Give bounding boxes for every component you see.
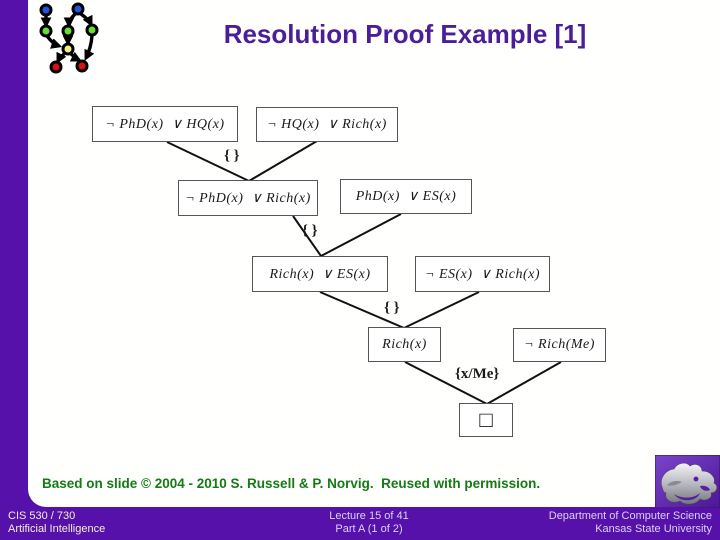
footer-course-info: CIS 530 / 730 Artificial Intelligence (8, 510, 105, 535)
clause-box-not-phd-or-hq: ¬ PhD(x) ∨ HQ(x) (92, 106, 238, 142)
clause-box-not-phd-or-rich: ¬ PhD(x) ∨ Rich(x) (178, 180, 318, 216)
footer-course-number: CIS 530 / 730 (8, 510, 76, 522)
footer-department-info: Department of Computer Science Kansas St… (549, 510, 712, 535)
unifier-label-2: { } (302, 223, 318, 239)
unifier-label-1: { } (224, 148, 240, 164)
clause-box-empty-clause: □ (459, 403, 513, 437)
slide-title: Resolution Proof Example [1] (223, 19, 587, 49)
clause-box-phd-or-es: PhD(x) ∨ ES(x) (340, 179, 472, 214)
slide-content-panel (28, 0, 720, 507)
footer-university: Kansas State University (595, 522, 712, 535)
attribution-text: Based on slide © 2004 - 2010 S. Russell … (42, 476, 541, 491)
clause-box-not-hq-or-rich: ¬ HQ(x) ∨ Rich(x) (256, 107, 398, 142)
clause-box-rich-or-es: Rich(x) ∨ ES(x) (252, 256, 388, 292)
unifier-label-substitution: {x/Me} (455, 366, 500, 382)
unifier-label-3: { } (384, 300, 400, 316)
footer-course-name: Artificial Intelligence (8, 522, 106, 535)
clause-box-not-rich-me: ¬ Rich(Me) (513, 328, 606, 362)
footer-lecture-part: Part A (1 of 2) (335, 522, 403, 535)
bayes-network-logo-icon (39, 2, 99, 74)
footer-band (0, 508, 720, 540)
footer-lecture-info: Lecture 15 of 41 Part A (1 of 2) (299, 510, 439, 535)
footer-department: Department of Computer Science (548, 510, 712, 522)
clause-box-rich: Rich(x) (368, 327, 441, 362)
powercat-logo-icon (655, 455, 720, 508)
clause-box-not-es-or-rich: ¬ ES(x) ∨ Rich(x) (415, 256, 550, 292)
footer-lecture-number: Lecture 15 of 41 (329, 510, 409, 522)
